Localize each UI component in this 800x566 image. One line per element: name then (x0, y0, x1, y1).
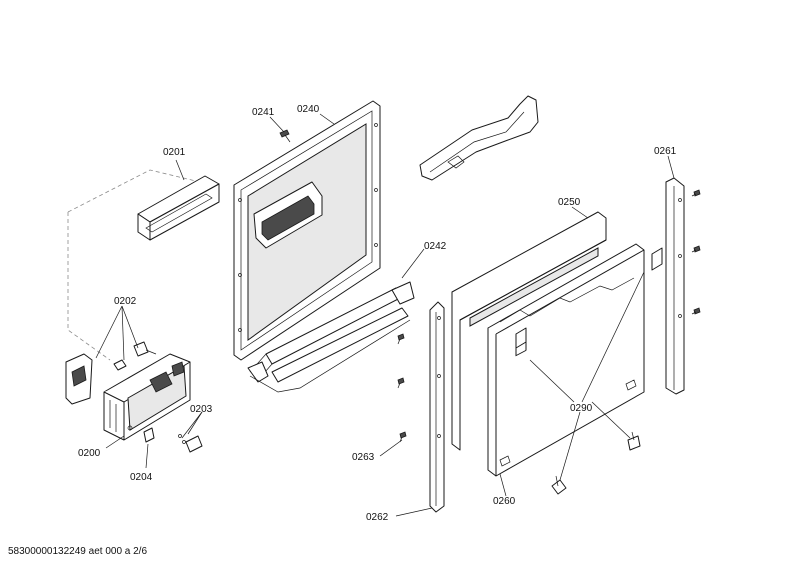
part-0204-button[interactable] (143, 427, 155, 443)
part-0262-side-strip[interactable] (429, 301, 445, 513)
part-0260-front-panel[interactable] (487, 243, 645, 477)
document-id: 58300000132249 aet 000 a 2/6 (8, 546, 148, 557)
label-0263: 0263 (352, 452, 375, 463)
part-0200-control-module[interactable] (103, 353, 191, 441)
label-0240: 0240 (297, 104, 320, 115)
part-0261-side-strip[interactable] (665, 177, 685, 395)
part-labels: 0241 0240 0201 0261 0250 0242 0202 0290 … (78, 104, 677, 523)
part-0201-seal-frame[interactable] (137, 175, 220, 241)
part-0250-outer-door[interactable] (451, 211, 607, 451)
label-0200: 0200 (78, 448, 101, 459)
part-0242-bottom-seal[interactable] (247, 281, 415, 393)
part-0290-inserts[interactable] (551, 247, 663, 495)
part-0203-small-parts[interactable] (178, 434, 203, 453)
part-0202-clip-small[interactable] (113, 341, 157, 371)
label-0201: 0201 (163, 147, 186, 158)
label-0242: 0242 (424, 241, 447, 252)
label-0290: 0290 (570, 403, 593, 414)
part-0263-screws[interactable] (397, 333, 407, 443)
hinge-bracket[interactable] (419, 95, 539, 181)
part-0241-screw[interactable] (279, 129, 291, 143)
label-0250: 0250 (558, 197, 581, 208)
leader-lines (95, 113, 675, 517)
part-0240-inner-door[interactable] (233, 100, 381, 361)
label-0241: 0241 (252, 107, 275, 118)
label-0202: 0202 (114, 296, 137, 307)
label-0260: 0260 (493, 496, 516, 507)
label-0262: 0262 (366, 512, 389, 523)
part-0202-clip-left[interactable] (65, 353, 93, 405)
label-0203: 0203 (190, 404, 213, 415)
label-0204: 0204 (130, 472, 153, 483)
part-0261-screws[interactable] (691, 189, 701, 315)
label-0261: 0261 (654, 146, 677, 157)
